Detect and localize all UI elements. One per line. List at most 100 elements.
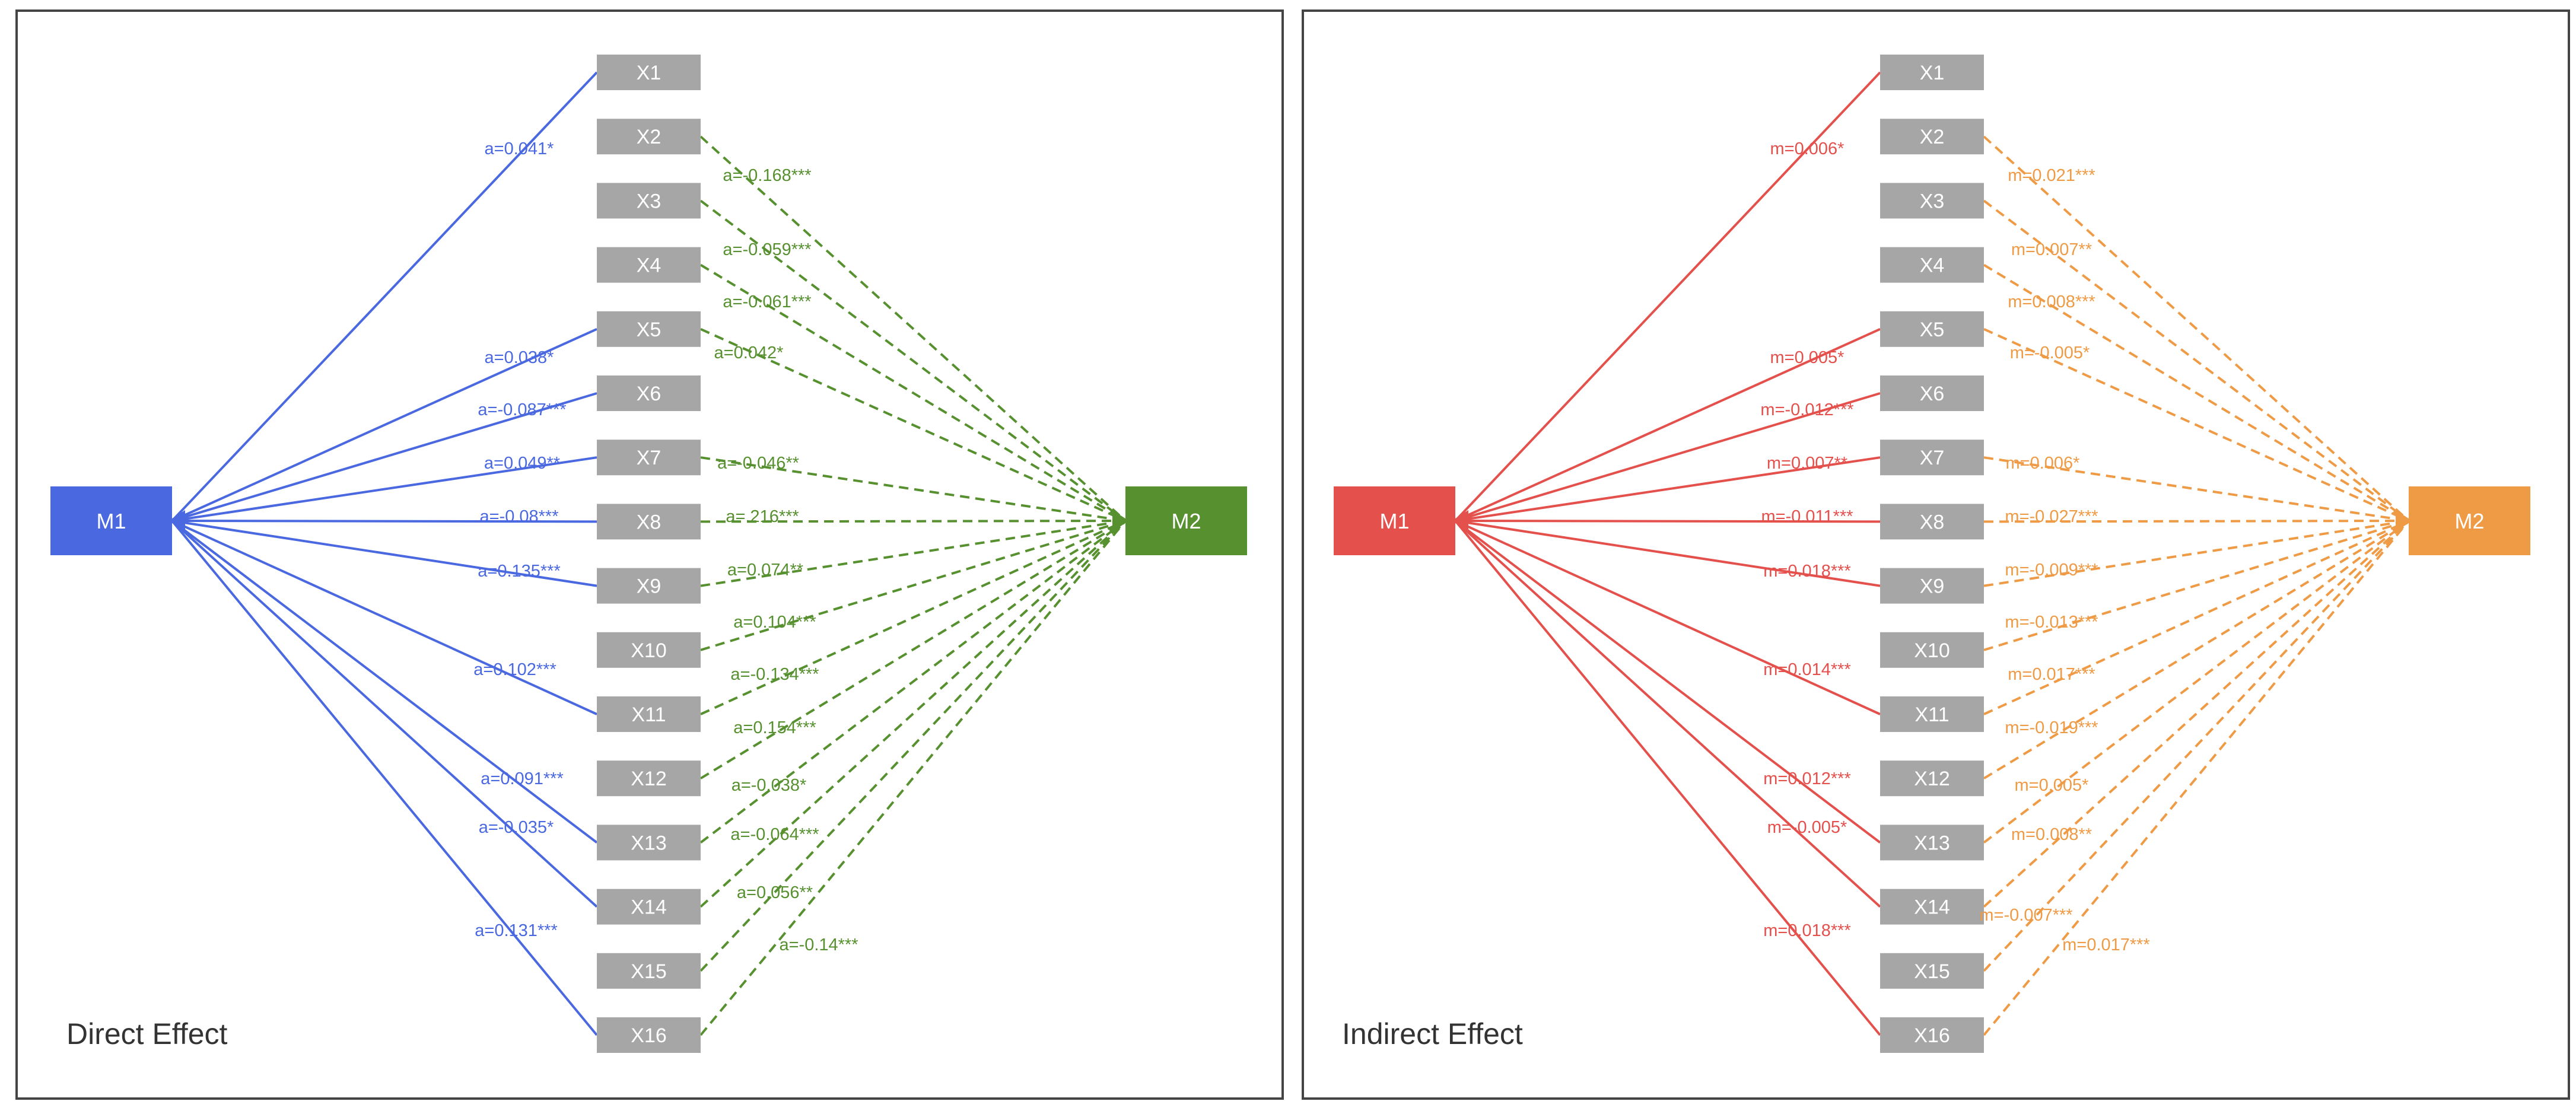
edge-m1-x5	[1455, 327, 1881, 522]
edge-label-x11-m2: m=0.017***	[2008, 665, 2095, 684]
mediator-label: X10	[1914, 639, 1950, 662]
edge-label-x4-m2: m=0.008***	[2008, 292, 2095, 311]
edge-x4-m2	[699, 263, 1127, 522]
edge-m1-x1	[171, 71, 598, 522]
edge-x2-m2	[699, 135, 1127, 522]
edge-x12-m2	[1983, 520, 2410, 779]
edge-label-m1-x7: m=0.007**	[1767, 454, 1847, 473]
mediator-box-x5	[1880, 311, 1984, 347]
edge-label-x5-m2: a=0.042*	[714, 343, 784, 362]
edge-m1-x11	[171, 520, 597, 715]
edge-label-x2-m2: a=-0.168***	[723, 166, 811, 185]
mediator-label: X1	[637, 62, 662, 84]
mediator-label: X6	[1920, 383, 1945, 405]
edge-label-m1-x9: m=0.018***	[1763, 562, 1851, 581]
edge-label-x13-m2: m=0.005*	[2015, 776, 2089, 795]
edge-label-x9-m2: a=0.074**	[727, 561, 803, 580]
edge-m1-x7	[1455, 456, 1881, 522]
edge-label-x9-m2: m=-0.009***	[2005, 561, 2098, 580]
mediator-label: X13	[1914, 832, 1950, 854]
edge-label-x3-m2: a=-0.059***	[723, 240, 811, 259]
mediator-label: X8	[637, 511, 662, 533]
edge-m1-x13	[1454, 520, 1881, 844]
arrowhead-m1	[168, 510, 185, 531]
mediator-box-x4	[1880, 247, 1984, 283]
edge-x15-m2	[1983, 520, 2410, 972]
mediator-label: X7	[1920, 447, 1945, 469]
mediator-label: X11	[632, 704, 666, 726]
edge-x12-m2	[699, 520, 1127, 779]
mediator-label: X10	[631, 639, 667, 662]
edge-x11-m2	[700, 520, 1126, 715]
edge-label-m1-x5: m=0.005*	[1770, 348, 1844, 367]
mediator-label: X12	[631, 768, 667, 790]
edge-m1-x6	[1455, 392, 1881, 522]
mediator-box-x1	[597, 55, 701, 90]
edge-label-m1-x6: m=-0.012***	[1760, 400, 1853, 419]
edge-label-m1-x11: a=0.102***	[473, 660, 556, 679]
edge-x3-m2	[699, 199, 1127, 522]
mediator-box-x12	[597, 760, 701, 797]
edge-m1-x14	[1454, 520, 1881, 908]
edge-label-m1-x13: m=0.012***	[1763, 769, 1851, 788]
edge-label-x13-m2: a=-0.038*	[732, 776, 807, 795]
edge-label-m1-x13: a=0.091***	[481, 769, 564, 788]
edge-label-x10-m2: a=0.104***	[733, 613, 816, 632]
edge-label-x4-m2: a=-0.061***	[723, 292, 811, 311]
mediator-label: X4	[637, 254, 662, 277]
mediator-box-x7	[1880, 440, 1984, 476]
node-m2-label: M2	[1171, 509, 1201, 533]
mediator-box-x15	[1880, 953, 1984, 989]
mediator-box-x13	[1880, 825, 1984, 861]
edge-x13-m2	[1983, 520, 2410, 844]
edge-x16-m2	[1983, 520, 2410, 1036]
edge-label-m1-x1: m=0.006*	[1770, 139, 1844, 158]
edge-label-m1-x1: a=0.041*	[485, 139, 554, 158]
edge-m1-x16	[171, 520, 598, 1036]
panel-indirect-effect: X1X2X3X4X5X6X7X8X9X10X11X12X13X14X15X16M…	[1302, 9, 2570, 1100]
mediator-label: X9	[1920, 575, 1945, 598]
edge-x7-m2	[1983, 456, 2409, 522]
mediator-label: X13	[631, 832, 667, 854]
mediator-box-x14	[1880, 889, 1984, 925]
edge-x9-m2	[700, 520, 1126, 587]
edge-label-x12-m2: a=0.154***	[733, 718, 816, 737]
node-m1-label: M1	[1379, 509, 1409, 533]
mediator-label: X8	[1920, 511, 1945, 533]
edge-label-x15-m2: m=-0.007***	[1979, 906, 2072, 925]
mediator-label: X5	[637, 319, 662, 341]
mediator-label: X14	[631, 896, 667, 919]
mediator-label: X16	[1914, 1024, 1950, 1047]
edge-label-m1-x8: a=-0.08***	[479, 507, 558, 526]
edge-x14-m2	[1983, 520, 2410, 908]
mediator-box-x14	[597, 889, 701, 925]
panel-direct-effect: X1X2X3X4X5X6X7X8X9X10X11X12X13X14X15X16M…	[15, 9, 1284, 1100]
mediator-box-x15	[597, 953, 701, 989]
edge-label-m1-x16: m=0.018***	[1763, 921, 1851, 940]
edge-label-x2-m2: m=0.021***	[2008, 166, 2095, 185]
mediator-label: X11	[1915, 704, 1950, 726]
edge-x10-m2	[700, 520, 1126, 651]
edge-label-m1-x7: a=0.049**	[484, 454, 560, 473]
mediator-box-x9	[597, 568, 701, 604]
edge-m1-x14	[171, 520, 598, 908]
arrowhead-m2	[2396, 510, 2412, 531]
mediator-label: X4	[1920, 254, 1945, 277]
edge-label-m1-x8: m=-0.011***	[1761, 507, 1853, 526]
edge-label-x7-m2: a=-0.046**	[717, 454, 799, 473]
mediator-label: X3	[1920, 190, 1945, 212]
edge-x2-m2	[1983, 135, 2410, 522]
edge-x11-m2	[1983, 520, 2409, 715]
mediator-box-x6	[597, 375, 701, 411]
mediator-label: X5	[1920, 319, 1945, 341]
edge-m1-x11	[1455, 520, 1881, 715]
node-m2	[1125, 486, 1247, 555]
edge-label-x15-m2: a=0.056**	[737, 883, 813, 902]
edge-m1-x5	[171, 327, 597, 522]
edge-x16-m2	[699, 520, 1127, 1036]
edge-m1-x1	[1454, 71, 1881, 522]
mediator-label: X6	[637, 383, 662, 405]
edge-x7-m2	[700, 456, 1126, 522]
node-m1	[1334, 486, 1455, 555]
